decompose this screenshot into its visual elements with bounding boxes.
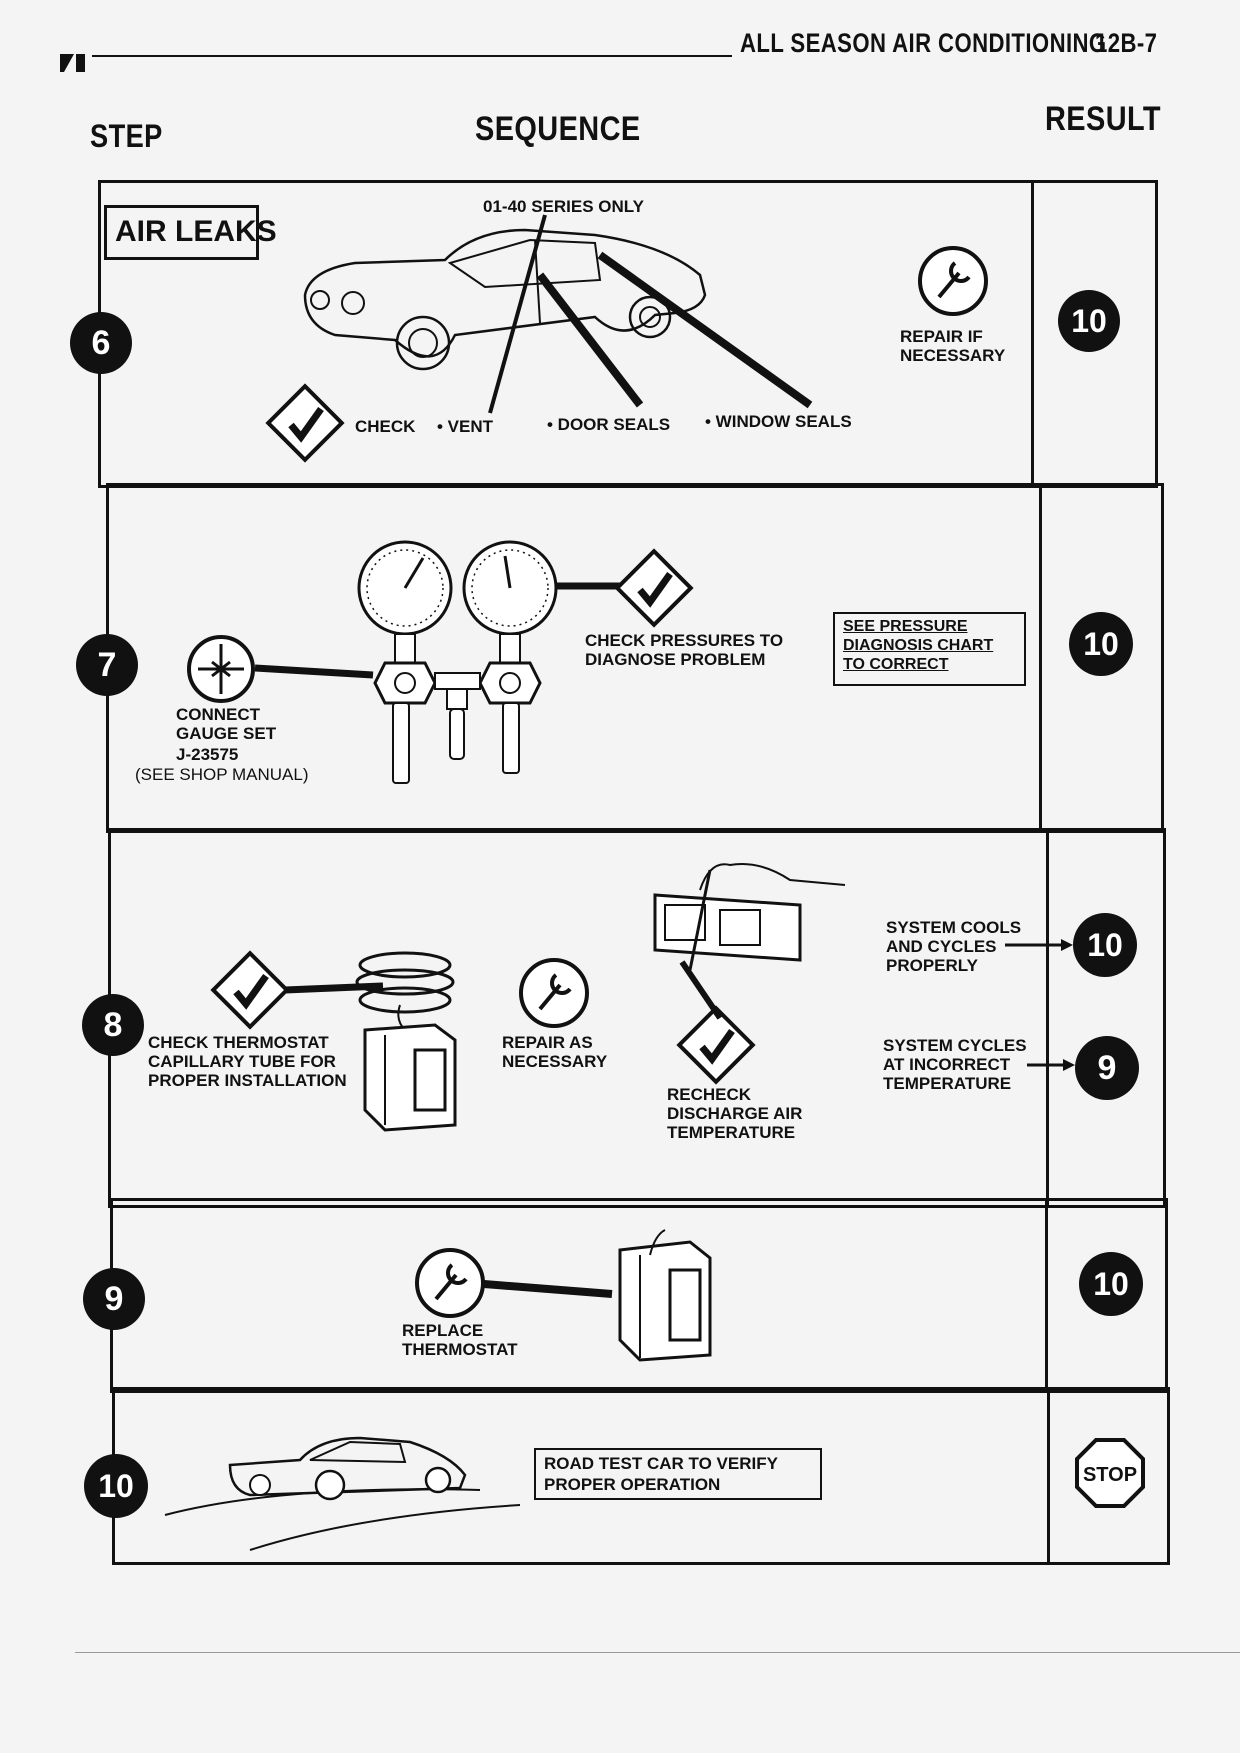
- repair-as-necessary-text: REPAIR AS NECESSARY: [502, 1033, 608, 1071]
- header-title: ALL SEASON AIR CONDITIONING: [740, 28, 1107, 59]
- check-thermostat-text: CHECK THERMOSTAT CAPILLARY TUBE FOR PROP…: [148, 1033, 347, 1090]
- check-label: CHECK: [355, 417, 416, 436]
- see-pressure-chart-box: SEE PRESSURE DIAGNOSIS CHART TO CORRECT: [833, 612, 1026, 686]
- series-note: 01-40 SERIES ONLY: [483, 197, 644, 216]
- check-pressures-text: CHECK PRESSURES TO DIAGNOSE PROBLEM: [585, 631, 784, 669]
- air-leaks-title: AIR LEAKS: [104, 205, 277, 260]
- wrench-icon: [519, 958, 589, 1028]
- check-diamond-icon: [210, 950, 290, 1030]
- step-7-badge: 7: [76, 634, 138, 696]
- result-column-divider: [1039, 486, 1042, 830]
- leader-lines-row6: [488, 214, 813, 414]
- recheck-text: RECHECK DISCHARGE AIR TEMPERATURE: [667, 1085, 803, 1142]
- header-rule: [92, 55, 732, 57]
- tool-note: (SEE SHOP MANUAL): [135, 765, 309, 784]
- thermostat-icon: [618, 1229, 712, 1362]
- step-8-badge: 8: [82, 994, 144, 1056]
- arrow-to-result-a: [1005, 939, 1073, 951]
- leader-line-check-pressures: [555, 582, 623, 590]
- wrench-icon: [918, 246, 988, 316]
- repair-as-necessary-label: REPAIR AS NECESSARY: [502, 1033, 632, 1071]
- replace-thermostat-label: REPLACE THERMOSTAT: [402, 1321, 552, 1359]
- wrench-icon: [415, 1248, 485, 1318]
- leader-line-thermostat: [284, 982, 384, 994]
- check-diamond-icon: [265, 383, 345, 463]
- outcome-incorrect-temperature-text: SYSTEM CYCLES AT INCORRECT TEMPERATURE: [883, 1036, 1027, 1093]
- leader-line-gauge: [254, 664, 374, 679]
- thermostat-icon: [355, 951, 457, 1132]
- check-diamond-icon: [614, 548, 694, 628]
- header-page-number: 12B-7: [1095, 28, 1158, 58]
- repair-if-necessary-text: REPAIR IF NECESSARY: [900, 327, 1006, 365]
- outcome-cools-properly: SYSTEM COOLS AND CYCLES PROPERLY: [886, 918, 1046, 975]
- leader-line-recheck: [679, 960, 723, 1020]
- outcome-cools-properly-text: SYSTEM COOLS AND CYCLES PROPERLY: [886, 918, 1022, 975]
- step-6-badge: 6: [70, 312, 132, 374]
- step-8-result-badge-b: 9: [1075, 1036, 1139, 1100]
- step-6-result-badge: 10: [1058, 290, 1120, 352]
- check-thermostat-label: CHECK THERMOSTAT CAPILLARY TUBE FOR PROP…: [148, 1033, 358, 1090]
- car-icon: [164, 1436, 521, 1551]
- step-9-result-badge: 10: [1079, 1252, 1143, 1316]
- column-step: STEP: [90, 118, 163, 154]
- stop-sign-text: STOP: [1083, 1464, 1137, 1486]
- result-column-divider: [1046, 831, 1049, 1205]
- road-test-box: ROAD TEST CAR TO VERIFY PROPER OPERATION: [534, 1448, 822, 1500]
- step-8-result-badge-a: 10: [1073, 913, 1137, 977]
- step-7-result-badge: 10: [1069, 612, 1133, 676]
- repair-if-necessary: REPAIR IF NECESSARY: [900, 327, 1030, 365]
- header-title-text: ALL SEASON AIR CONDITIONING: [740, 28, 1107, 58]
- arrow-to-result-b: [1027, 1059, 1075, 1071]
- leader-line-replace: [483, 1280, 613, 1298]
- connect-gauge-set-label: CONNECT GAUGE SET: [176, 705, 296, 743]
- result-column-divider: [1031, 183, 1034, 485]
- see-pressure-chart-text: SEE PRESSURE DIAGNOSIS CHART TO CORRECT: [843, 618, 994, 673]
- column-sequence: SEQUENCE: [475, 110, 641, 148]
- step-9-badge: 9: [83, 1268, 145, 1330]
- check-item-door-seals: • DOOR SEALS: [547, 415, 671, 434]
- check-diamond-icon: [676, 1005, 756, 1085]
- result-column-divider: [1045, 1201, 1048, 1390]
- result-column-divider: [1047, 1390, 1050, 1562]
- replace-thermostat-text: REPLACE THERMOSTAT: [402, 1321, 518, 1359]
- step-10-badge: 10: [84, 1454, 148, 1518]
- air-outlet-icon: [653, 863, 846, 971]
- check-item-vent: • VENT: [437, 417, 494, 436]
- column-result: RESULT: [1045, 100, 1162, 138]
- corner-mark-icon: [60, 54, 85, 72]
- connect-gauge-set-text: CONNECT GAUGE SET: [176, 705, 277, 743]
- manifold-gauge-icon: [357, 540, 558, 784]
- gauge-connect-icon: [187, 635, 255, 703]
- recheck-label: RECHECK DISCHARGE AIR TEMPERATURE: [667, 1085, 827, 1142]
- road-test-text: ROAD TEST CAR TO VERIFY PROPER OPERATION: [544, 1454, 778, 1494]
- stop-sign-icon: STOP: [1075, 1438, 1145, 1508]
- page-bottom-rule: [75, 1652, 1240, 1653]
- check-pressures-label: CHECK PRESSURES TO DIAGNOSE PROBLEM: [585, 631, 785, 669]
- tool-number: J-23575: [176, 745, 239, 764]
- check-item-window-seals: • WINDOW SEALS: [705, 412, 852, 431]
- outcome-incorrect-temperature: SYSTEM CYCLES AT INCORRECT TEMPERATURE: [883, 1036, 1048, 1093]
